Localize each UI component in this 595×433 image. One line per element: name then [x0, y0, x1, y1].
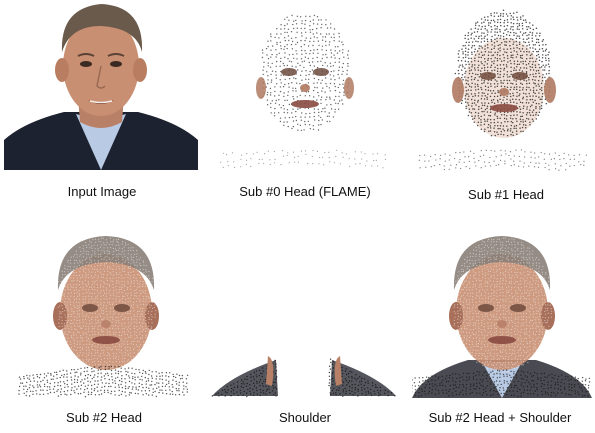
sub0-head-panel [212, 0, 398, 172]
combined-head-shoulder-render [412, 234, 592, 398]
combined-panel [412, 234, 592, 398]
shoulder-pointcloud [210, 346, 398, 398]
input-portrait-image [4, 0, 198, 170]
caption-sub2-head: Sub #2 Head [66, 410, 142, 425]
caption-input-image: Input Image [68, 184, 137, 199]
sub1-head-pointcloud [412, 2, 592, 174]
sub2-head-panel [16, 234, 194, 398]
sub2-head-render [16, 234, 194, 398]
caption-shoulder: Shoulder [279, 410, 331, 425]
caption-sub1-head: Sub #1 Head [468, 187, 544, 202]
sub0-head-pointcloud [212, 0, 398, 172]
caption-combined: Sub #2 Head + Shoulder [429, 410, 572, 425]
input-image-panel [4, 0, 198, 170]
sub1-head-panel [412, 2, 592, 174]
caption-sub0-head: Sub #0 Head (FLAME) [239, 184, 371, 199]
shoulder-panel [210, 346, 398, 398]
